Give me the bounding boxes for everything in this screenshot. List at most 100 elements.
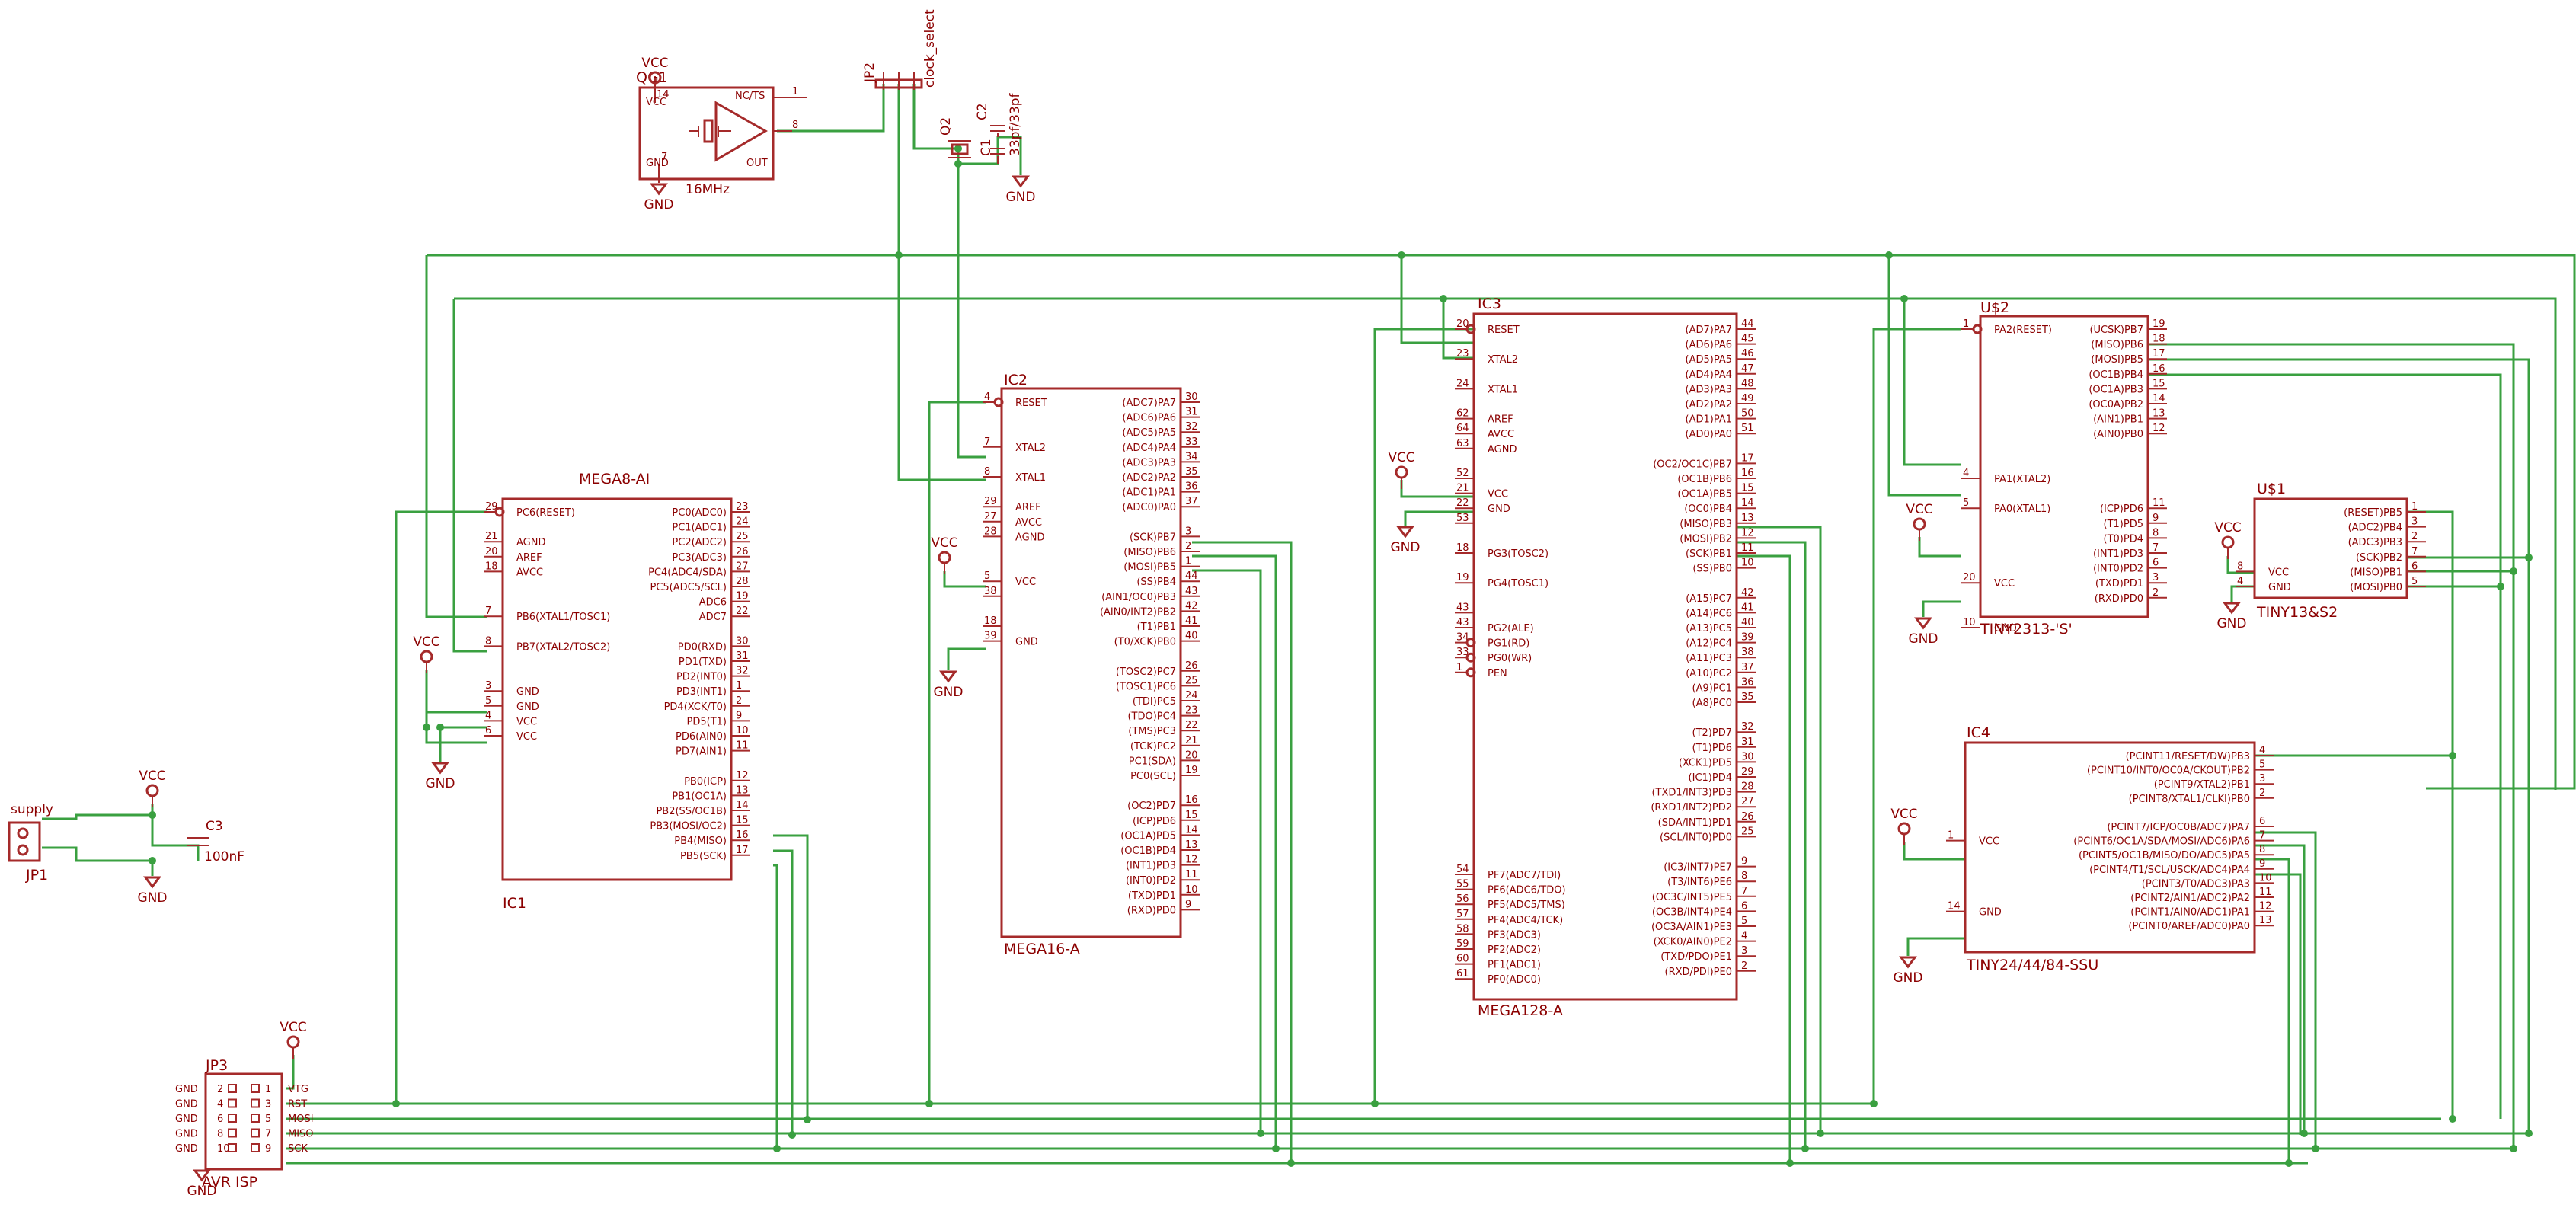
pin-name: (AIN0/INT2)PB2 [1100, 606, 1176, 618]
pin-number: 29 [1741, 766, 1754, 778]
jp3-label: JP3 [205, 1057, 228, 1074]
pin-number: 37 [1741, 662, 1754, 673]
pin-number: 24 [1456, 378, 1469, 389]
pin-number: 4 [485, 710, 491, 721]
pin-name: PG3(TOSC2) [1488, 548, 1548, 560]
ground-symbol: GND [187, 1169, 217, 1199]
pin-name: (T1)PD5 [2104, 519, 2143, 530]
pin-name: (A15)PC7 [1686, 593, 1732, 605]
pin-number: 6 [1741, 900, 1747, 912]
pin-name: PG0(WR) [1488, 653, 1532, 664]
pin-number: 9 [265, 1143, 271, 1155]
chip-ref: MEGA16-A [1004, 941, 1080, 957]
pin-number: 52 [1456, 468, 1469, 479]
chip-ref: IC1 [503, 895, 526, 912]
pin-name: AREF [516, 552, 542, 564]
pin: 14(OC1A)PD5 [1120, 824, 1200, 842]
pin-name: (T0)PD4 [2104, 533, 2143, 545]
pin-name: RESET [1488, 324, 1520, 336]
pin-number: 1 [2411, 501, 2418, 513]
vcc-label: VCC [641, 56, 668, 71]
pin-name: PB1(OC1A) [672, 791, 727, 802]
pin-name: (TDI)PC5 [1133, 696, 1176, 708]
pin-number: 12 [736, 770, 749, 781]
pin-name: (OC0A)PB2 [2089, 399, 2143, 411]
pin: 11(SCK)PB1 [1686, 542, 1756, 560]
pin-number: 5 [1963, 497, 1969, 509]
pin-name: (SDA/INT1)PD1 [1658, 817, 1732, 829]
pin-number: 14 [736, 800, 749, 811]
pin: 13(OC1B)PD4 [1120, 839, 1200, 857]
pin-name: PF4(ADC4/TCK) [1488, 915, 1563, 926]
pin-number: 54 [1456, 864, 1469, 875]
pin: 13(PCINT0/AREF/ADC0)PA0 [2128, 915, 2274, 932]
pin-number: 18 [1456, 542, 1469, 554]
pin-number: 11 [736, 740, 749, 752]
pin-name: XTAL1 [1015, 472, 1046, 484]
pin-number: 3 [2411, 516, 2418, 528]
pin: 3(SCK)PB7 [1130, 526, 1200, 543]
pin: 32(T2)PD7 [1692, 721, 1756, 739]
pin: 43(AIN1/OC0)PB3 [1101, 586, 1200, 603]
pin: 14(OC0A)PB2 [2089, 393, 2167, 411]
pin-number: 33 [1456, 647, 1469, 658]
pin-number: 13 [2259, 915, 2272, 926]
pin-name: (ADC0)PA0 [1122, 502, 1176, 513]
pin: 14(OC0)PB4 [1684, 497, 1756, 515]
pin-name: (ICP)PD6 [2100, 503, 2143, 515]
pin-name: (OC2/OC1C)PB7 [1653, 459, 1732, 470]
pin-number: 28 [984, 526, 997, 537]
pin-number: 7 [1741, 886, 1747, 897]
pin: 25(SCL/INT0)PD0 [1660, 826, 1756, 843]
pin-name: AREF [1015, 502, 1041, 513]
pin-number: 42 [1741, 587, 1754, 599]
chip-tiny24: IC4 TINY24/44/84-SSU [1964, 724, 2256, 973]
pin: 35(ADC2)PA2 [1122, 466, 1200, 484]
pin-number: 13 [1185, 839, 1198, 851]
pin-name: (OC0)PB4 [1684, 503, 1732, 515]
vcc-symbol: VCC [641, 56, 669, 94]
pin: 33(ADC4)PA4 [1122, 436, 1200, 454]
gnd-label: GND [187, 1184, 217, 1199]
pin-name: VCC [516, 731, 537, 743]
c3-label: C3 [206, 819, 223, 834]
pin: 4(PCINT11/RESET/DW)PB3 [2126, 745, 2274, 762]
pin-name: PF2(ADC2) [1488, 944, 1541, 956]
pin-name: AGND [1488, 444, 1517, 455]
pin-number: 64 [1456, 423, 1469, 434]
pin-name: AGND [1015, 532, 1044, 543]
pin: 12(AIN0)PB0 [2093, 423, 2167, 440]
pin-number: 12 [1741, 527, 1754, 538]
pin: 35(A8)PC0 [1692, 692, 1756, 709]
vcc-label: VCC [139, 769, 165, 784]
pin-name: (UCSK)PB7 [2089, 324, 2143, 336]
pin-number: 1 [792, 86, 798, 97]
gnd-label: GND [1006, 190, 1036, 205]
pin-number: 27 [984, 511, 997, 523]
pin-number: 49 [1741, 393, 1754, 404]
pin-name: (AIN1)PB1 [2093, 414, 2143, 426]
pin-number: 8 [485, 635, 491, 647]
pin-number: 13 [2153, 408, 2165, 420]
pin-name: (PCINT11/RESET/DW)PB3 [2126, 751, 2250, 762]
pin-number: 35 [1185, 466, 1198, 478]
isp-gnd-label: GND [175, 1129, 198, 1140]
pin-number: 55 [1456, 879, 1469, 890]
pin-name: (AIN0)PB0 [2093, 429, 2143, 440]
